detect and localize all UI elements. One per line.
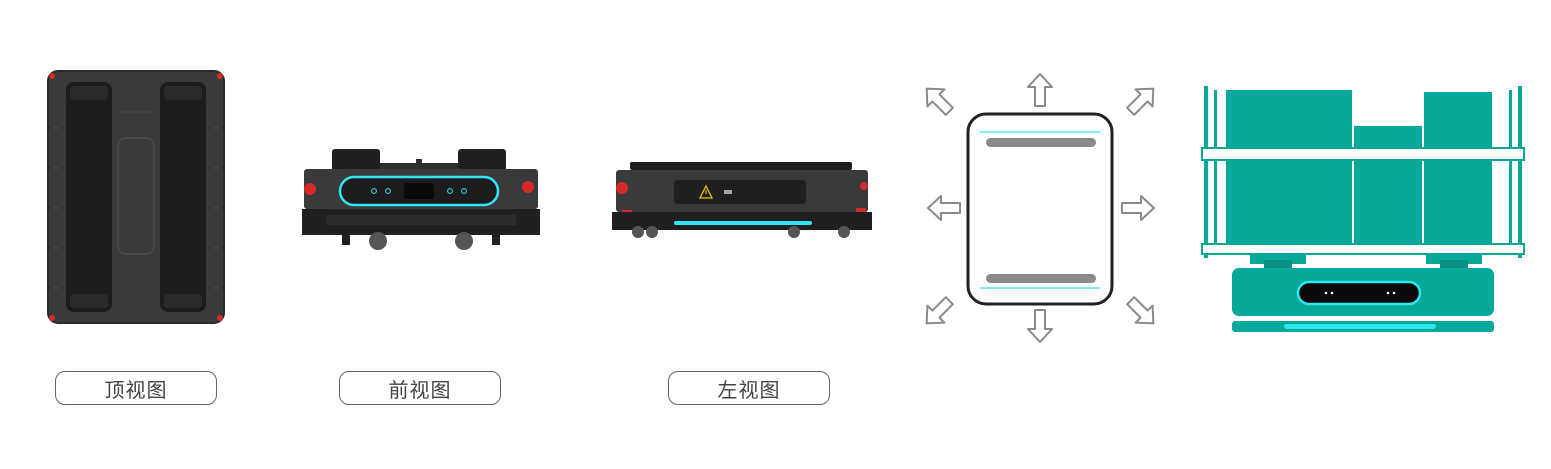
front-view-robot <box>300 145 542 251</box>
left-view-label: 左视图 <box>668 371 830 405</box>
warning-triangle-icon <box>698 184 714 199</box>
front-view-label: 前视图 <box>339 371 501 405</box>
arrow-up-icon <box>1027 73 1053 107</box>
robot-with-shelf <box>1198 82 1528 336</box>
top-view-robot <box>46 68 228 326</box>
arrow-down-left-icon <box>918 291 959 333</box>
arrow-up-left-icon <box>918 79 959 121</box>
arrow-up-right-icon <box>1121 79 1162 121</box>
top-view-label-text: 顶视图 <box>104 377 168 402</box>
top-view-label: 顶视图 <box>55 371 217 405</box>
left-view-label-text: 左视图 <box>717 377 781 402</box>
omnidirectional-diagram <box>918 64 1162 350</box>
left-view-robot <box>608 158 876 242</box>
arrow-down-right-icon <box>1121 291 1162 333</box>
arrow-right-icon <box>1121 195 1155 221</box>
front-view-label-text: 前视图 <box>388 377 452 402</box>
arrow-left-icon <box>927 195 961 221</box>
arrow-down-icon <box>1027 309 1053 343</box>
